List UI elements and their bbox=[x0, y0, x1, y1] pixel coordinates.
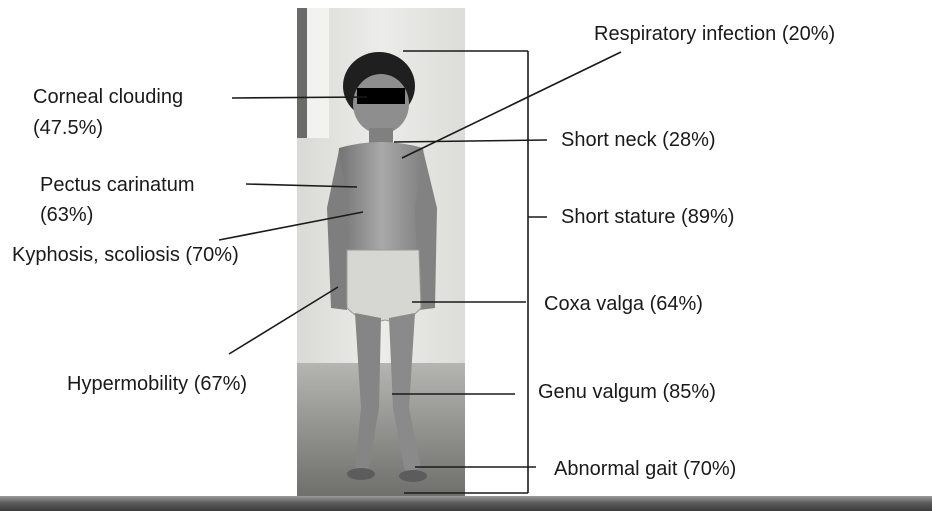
corneal-clouding-line bbox=[232, 97, 367, 98]
label-hypermobility: Hypermobility (67%) bbox=[67, 372, 247, 396]
label-genu-valgum: Genu valgum (85%) bbox=[538, 380, 716, 404]
label-corneal-clouding-pct: (47.5%) bbox=[33, 116, 103, 140]
label-corneal-clouding: Corneal clouding bbox=[33, 85, 183, 109]
label-pectus-carinatum-pct: (63%) bbox=[40, 203, 93, 227]
kyphosis-line bbox=[219, 212, 363, 240]
hypermobility-line bbox=[229, 287, 338, 354]
label-short-stature: Short stature (89%) bbox=[561, 205, 734, 229]
pectus-carinatum-line bbox=[246, 184, 357, 187]
label-coxa-valga: Coxa valga (64%) bbox=[544, 292, 703, 316]
label-pectus-carinatum: Pectus carinatum bbox=[40, 173, 195, 197]
label-short-neck: Short neck (28%) bbox=[561, 128, 716, 152]
bottom-border-bar bbox=[0, 496, 932, 511]
label-abnormal-gait: Abnormal gait (70%) bbox=[554, 457, 736, 481]
label-respiratory-infection: Respiratory infection (20%) bbox=[594, 22, 835, 46]
short-neck-line bbox=[394, 140, 547, 142]
label-kyphosis-scoliosis: Kyphosis, scoliosis (70%) bbox=[12, 243, 239, 267]
